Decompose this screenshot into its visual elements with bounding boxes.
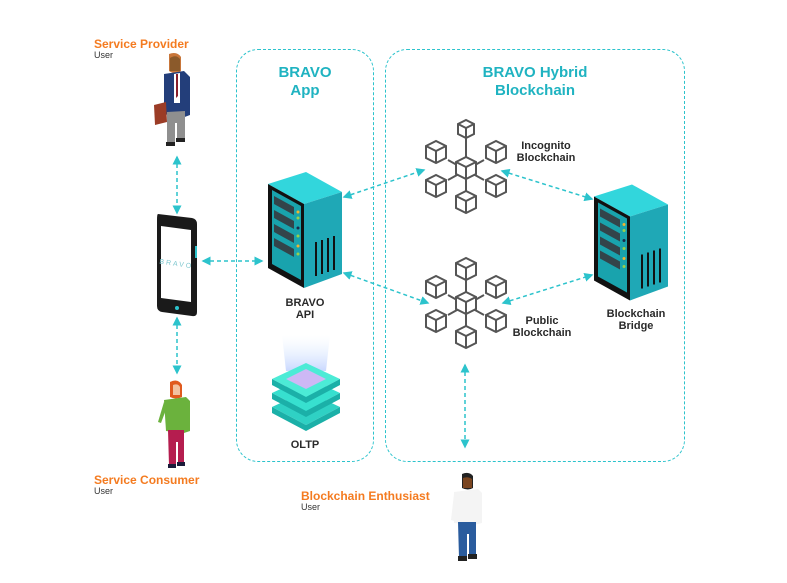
public-line2: Blockchain <box>512 327 572 339</box>
blockchain-enthusiast-figure-icon <box>451 472 482 561</box>
bravo-app-title: BRAVO App <box>236 64 374 100</box>
blockchain-enthusiast-label: Blockchain Enthusiast User <box>301 490 430 512</box>
bravo-app-container <box>236 49 374 462</box>
public-blockchain-icon <box>425 256 507 350</box>
oltp-database-icon <box>272 335 340 431</box>
api-label-line2: API <box>295 309 315 321</box>
bridge-line2: Bridge <box>618 320 654 332</box>
public-bridge-link <box>501 272 594 306</box>
hybrid-title-line2: Blockchain <box>494 82 576 99</box>
bravo-api-label: BRAVO API <box>270 297 340 321</box>
incognito-bridge-link <box>500 168 594 202</box>
blockchain-bridge-server-icon <box>594 184 668 301</box>
consumer-role: Service Consumer <box>94 473 200 487</box>
hybrid-title: BRAVO Hybrid Blockchain <box>385 64 685 100</box>
blockchain-bridge-label: Blockchain Bridge <box>596 308 676 332</box>
hybrid-blockchain-container <box>385 49 685 462</box>
hybrid-title-line1: BRAVO Hybrid <box>482 64 588 81</box>
enthusiast-type: User <box>301 502 321 512</box>
provider-role: Service Provider <box>94 37 189 51</box>
app-title-line2: App <box>290 82 320 99</box>
api-label-line1: BRAVO <box>285 297 325 309</box>
api-public-link <box>342 271 430 305</box>
public-blockchain-label: Public Blockchain <box>502 315 582 339</box>
service-provider-label: Service Provider User <box>94 38 189 60</box>
service-provider-figure-icon <box>154 53 190 146</box>
app-title-line1: BRAVO <box>278 64 332 81</box>
service-consumer-figure-icon <box>158 380 190 468</box>
incognito-blockchain-icon <box>425 118 507 215</box>
service-consumer-label: Service Consumer User <box>94 474 199 496</box>
bridge-line1: Blockchain <box>606 308 666 320</box>
enthusiast-role: Blockchain Enthusiast <box>301 489 430 503</box>
api-incognito-link <box>342 168 426 199</box>
provider-type: User <box>94 50 114 60</box>
incognito-line1: Incognito <box>521 140 571 152</box>
public-line1: Public <box>525 315 559 327</box>
bravo-api-server-icon <box>268 172 342 288</box>
consumer-type: User <box>94 486 114 496</box>
mobile-phone-icon: BRAVO <box>157 214 197 317</box>
oltp-label: OLTP <box>290 439 320 451</box>
incognito-blockchain-label: Incognito Blockchain <box>506 140 586 164</box>
phone-brand-text: BRAVO <box>159 259 194 271</box>
incognito-line2: Blockchain <box>516 152 576 164</box>
